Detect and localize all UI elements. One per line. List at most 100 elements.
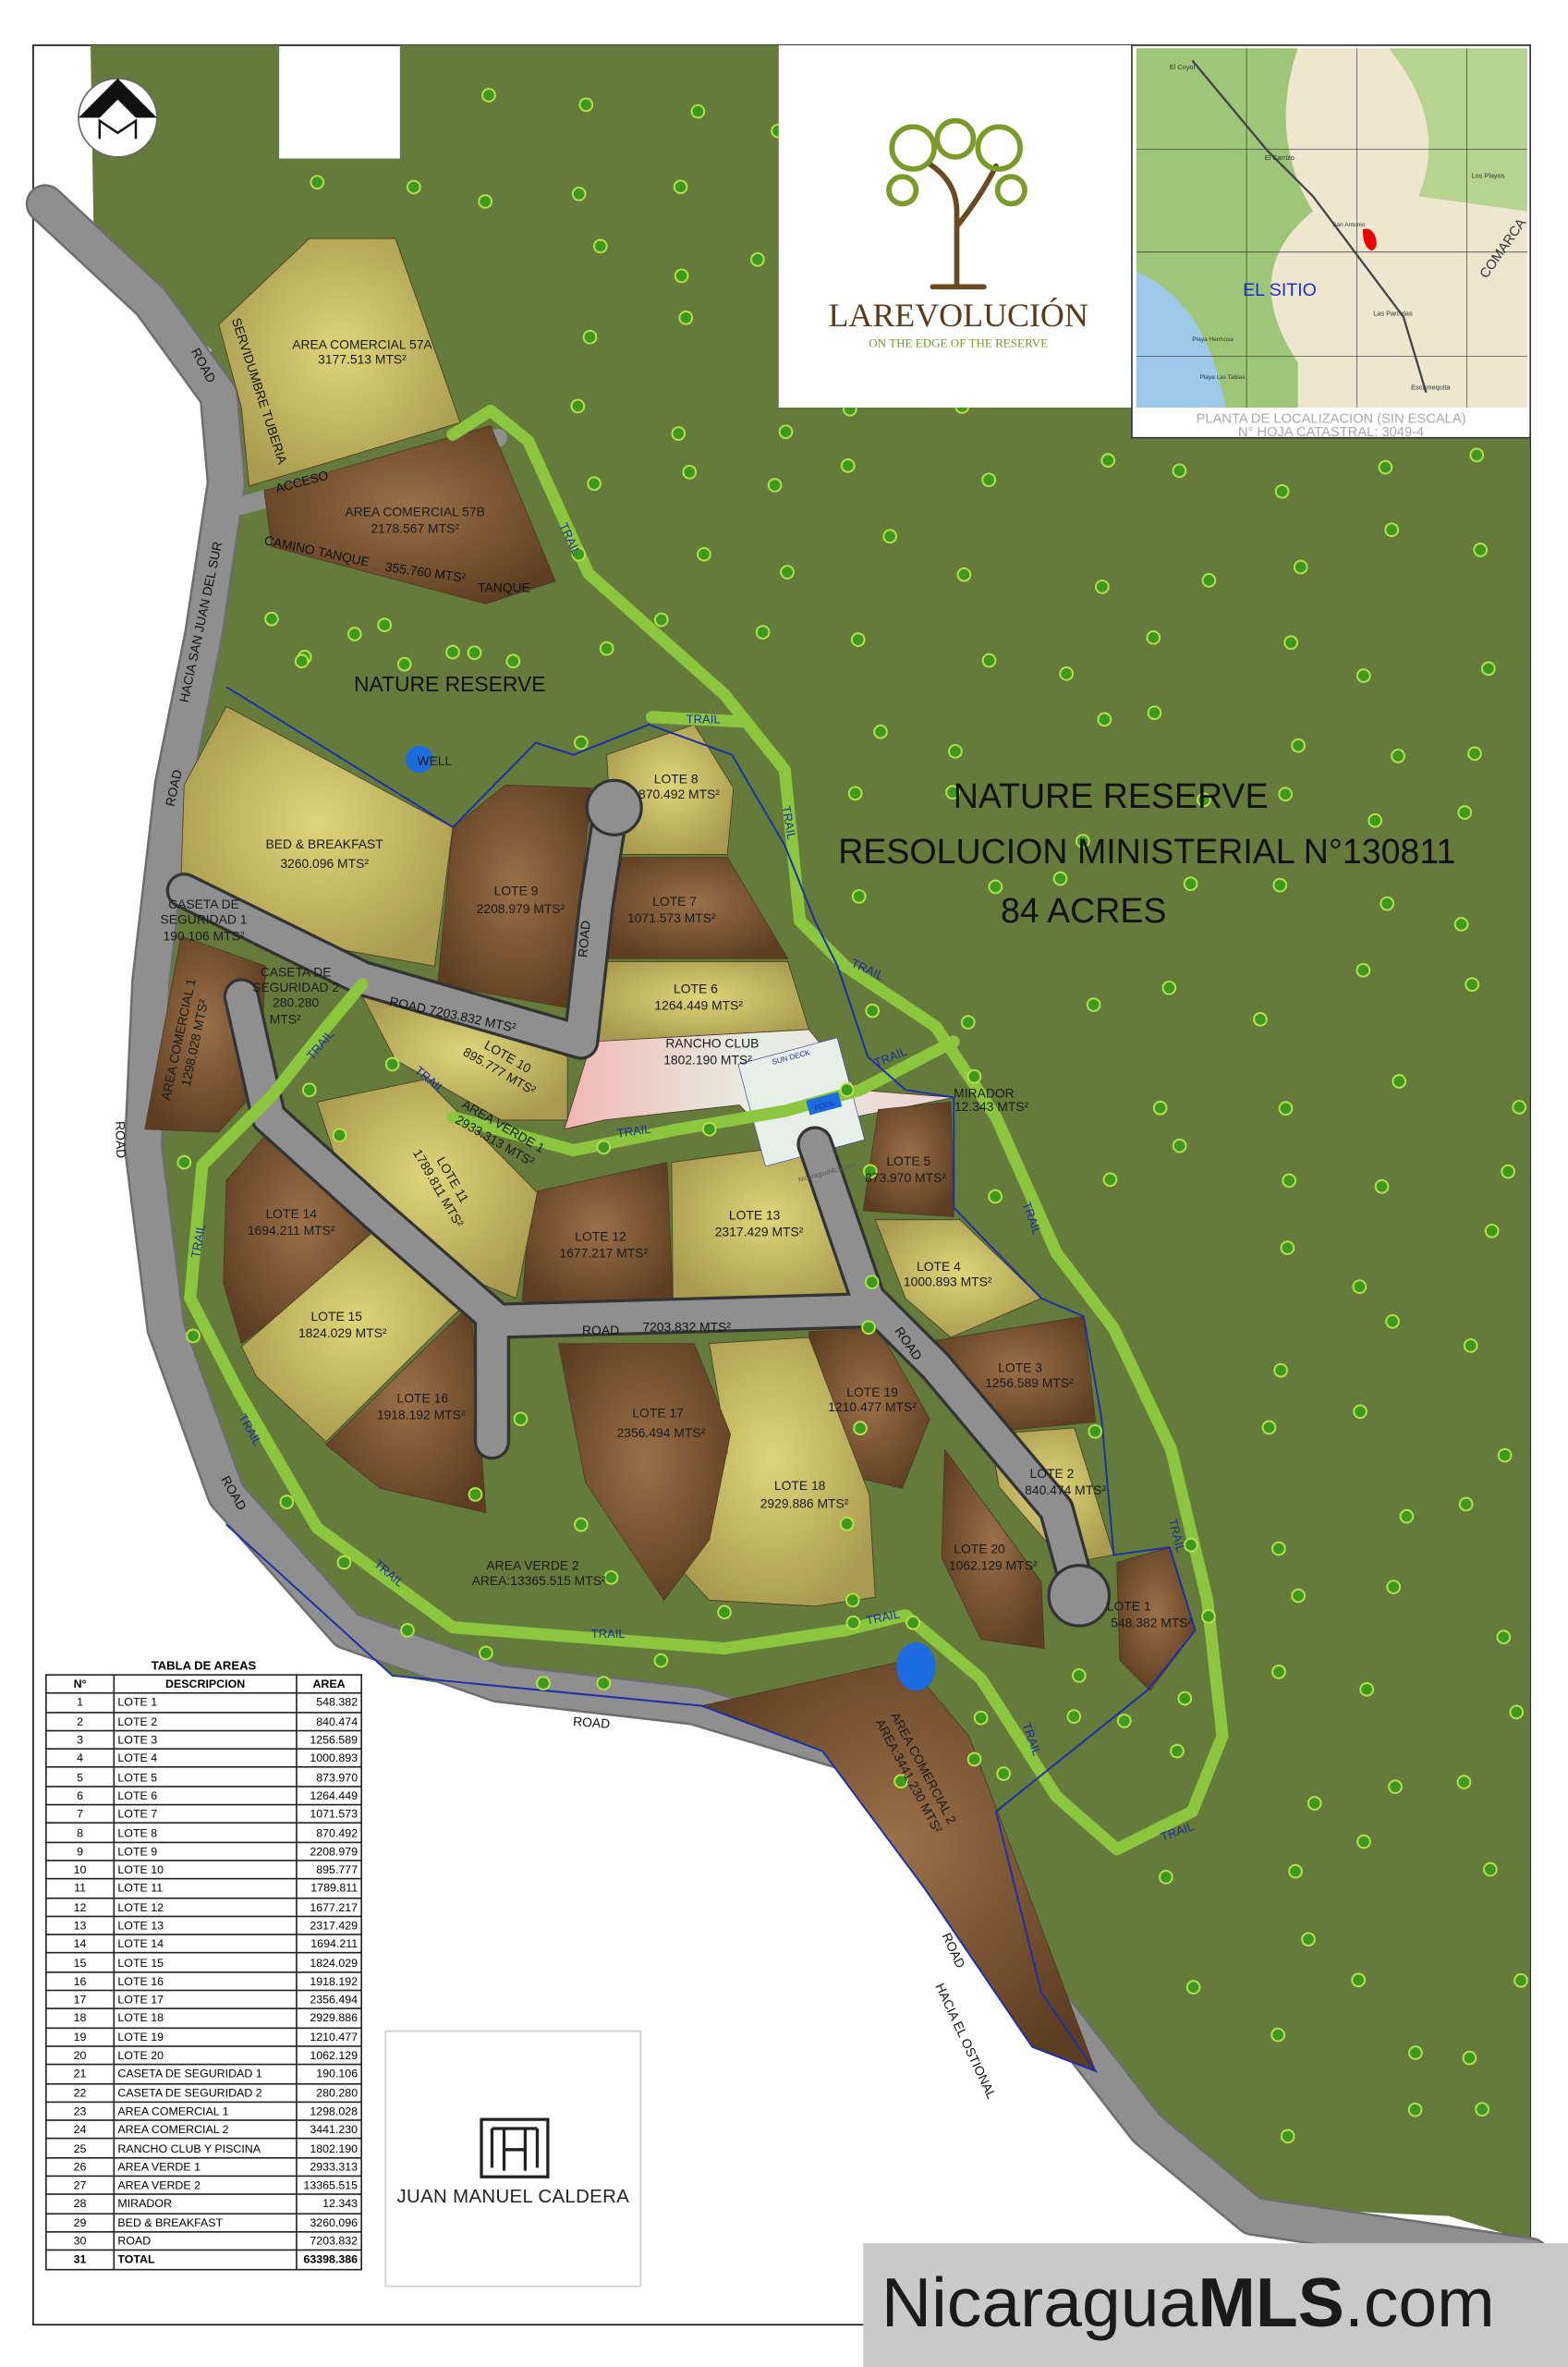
row-number: 23 — [44, 2101, 115, 2122]
tree-icon — [1076, 834, 1090, 848]
internal-road-label: ROAD — [582, 1323, 619, 1337]
row-area: 1918.192 — [296, 1970, 362, 1992]
label-lote18-name: LOTE 18 — [774, 1478, 826, 1493]
tree-icon — [1307, 1796, 1322, 1811]
row-number: 24 — [44, 2119, 115, 2141]
tree-icon — [701, 1121, 717, 1137]
label-lote5-area: 873.970 MTS² — [865, 1170, 946, 1185]
tree-icon — [571, 546, 587, 562]
tree-icon — [1161, 980, 1177, 995]
label-lote19-name: LOTE 19 — [846, 1385, 898, 1399]
row-description: LOTE 6 — [113, 1785, 298, 1806]
architect-monogram-icon — [480, 2117, 550, 2178]
column-header: DESCRIPCION — [113, 1674, 298, 1695]
parcel-area-comercial-57a[interactable] — [218, 238, 461, 487]
reserve-title: NATURE RESERVE — [954, 776, 1269, 815]
row-area: 1677.217 — [296, 1897, 362, 1918]
label-lote7-name: LOTE 7 — [652, 894, 697, 909]
development-boundary — [225, 686, 1197, 2073]
tree-icon — [873, 724, 888, 739]
reserve-resolution: RESOLUCION MINISTERIAL N°130811 — [838, 832, 1455, 871]
locator-place: Las Parcelas — [1373, 309, 1413, 317]
parcel-lote-15[interactable] — [240, 1225, 472, 1443]
tree-icon — [1271, 1541, 1286, 1556]
tree-icon — [1473, 543, 1489, 557]
label-lote20-area: 1062.129 MTS² — [949, 1558, 1038, 1573]
tree-icon — [1458, 1496, 1474, 1512]
label-lote8-area: 870.492 MTS² — [638, 787, 720, 801]
reserve-acreage: 84 ACRES — [1001, 891, 1166, 930]
label-lote12-name: LOTE 12 — [575, 1229, 626, 1244]
row-description: LOTE 2 — [113, 1711, 298, 1732]
tree-icon — [674, 268, 689, 284]
tree-icon — [1146, 630, 1161, 645]
label-lote6-area: 1264.449 MTS² — [654, 998, 743, 1013]
label-lote1-name: LOTE 1 — [1107, 1599, 1151, 1614]
tree-icon — [1197, 792, 1211, 808]
label-caseta1-name2: SEGURIDAD 1 — [160, 912, 247, 927]
label-caseta2-name: CASETA DE — [261, 965, 332, 980]
tree-icon — [948, 744, 963, 759]
label-ac57a-name: AREA COMERCIAL 57A — [292, 336, 432, 351]
row-area: 1789.811 — [296, 1878, 362, 1898]
tree-icon — [596, 1676, 612, 1690]
row-number: 8 — [44, 1822, 115, 1843]
tree-icon — [603, 1569, 619, 1585]
tree-icon — [592, 238, 608, 254]
tree-icon — [1475, 2102, 1489, 2117]
tree-icon — [847, 786, 863, 801]
row-area: 12.343 — [296, 2193, 362, 2214]
row-description: LOTE 12 — [113, 1897, 298, 1918]
row-number: 21 — [44, 2064, 115, 2084]
tree-icon — [1457, 805, 1473, 820]
row-area: 1000.893 — [296, 1748, 362, 1769]
row-number: 17 — [44, 1989, 115, 2010]
label-ac57b-name: AREA COMERCIAL 57B — [345, 505, 484, 519]
row-description: AREA VERDE 1 — [113, 2156, 298, 2178]
trail — [184, 404, 1229, 1856]
tree-icon — [1456, 1775, 1472, 1789]
pool-icon — [806, 1092, 843, 1116]
parcel-lote-17[interactable] — [557, 1343, 731, 1602]
tree-icon — [1170, 1743, 1185, 1759]
tree-icon — [945, 785, 960, 800]
tree-icon — [1273, 1362, 1288, 1378]
parcel-lote-16[interactable] — [325, 1303, 487, 1514]
tree-icon — [960, 1015, 976, 1030]
brand-part: Nicaragua — [881, 2263, 1198, 2342]
locator-site-label: EL SITIO — [1243, 280, 1317, 300]
tree-icon — [1291, 1588, 1306, 1604]
tree-icon — [336, 1555, 352, 1570]
tree-icon — [1291, 738, 1306, 753]
row-description: LOTE 4 — [113, 1748, 298, 1769]
tree-icon — [845, 1592, 860, 1608]
row-area: 63398.386 — [296, 2249, 362, 2270]
tree-icon — [966, 1751, 982, 1767]
tree-icon — [479, 1645, 493, 1661]
tree-icon — [653, 1653, 669, 1668]
label-lote9-area: 2208.979 MTS² — [477, 901, 565, 916]
nicaraguamls-banner: NicaraguaMLS.com — [863, 2243, 1568, 2367]
internal-road-area: 7203.832 MTS² — [642, 1320, 731, 1335]
parcel-lote-20[interactable] — [941, 1447, 1045, 1650]
row-area: 1298.028 — [296, 2101, 362, 2122]
tree-icon — [1183, 876, 1198, 892]
row-description: LOTE 8 — [113, 1822, 298, 1843]
tree-icon — [478, 194, 493, 209]
row-area: 2929.886 — [296, 2007, 362, 2029]
parcel-lote-4[interactable] — [874, 1219, 1042, 1338]
tree-icon — [882, 529, 898, 544]
locator-map: EL SITIO El Coyol El Carrizo San Antonio… — [1131, 44, 1531, 440]
row-area: 2317.429 — [296, 1915, 362, 1936]
row-description: CASETA DE SEGURIDAD 1 — [113, 2064, 298, 2084]
